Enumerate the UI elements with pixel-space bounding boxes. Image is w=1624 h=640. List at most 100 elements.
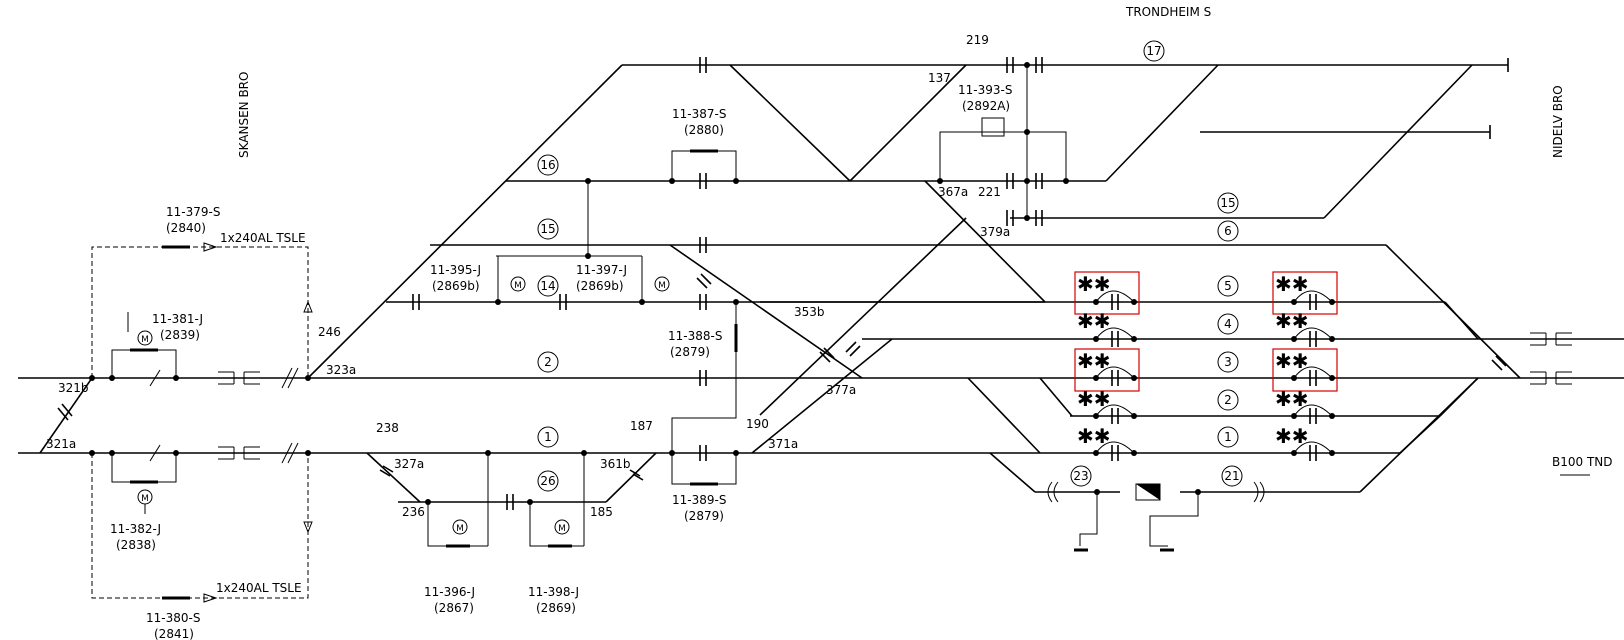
insulator-diagonal bbox=[57, 403, 73, 421]
disconnector-id: 11-382-J bbox=[110, 522, 161, 536]
node bbox=[1063, 178, 1069, 184]
disconnector-id: 11-395-J bbox=[430, 263, 481, 277]
wiring bbox=[111, 65, 1590, 552]
diagonal-377a bbox=[967, 377, 1041, 454]
breaker-5-left bbox=[1093, 290, 1137, 310]
insulator bbox=[699, 445, 707, 461]
track-marker-16: 16 bbox=[537, 154, 559, 176]
station-skansen: SKANSEN BRO bbox=[237, 72, 251, 158]
svg-text:17: 17 bbox=[1146, 44, 1161, 58]
disconnector-id: 11-393-S bbox=[958, 83, 1012, 97]
switch-label: 321a bbox=[46, 437, 76, 451]
svg-text:14: 14 bbox=[540, 279, 555, 293]
svg-text:4: 4 bbox=[1224, 317, 1232, 331]
air-gap bbox=[149, 444, 161, 462]
diagonal-d bbox=[1323, 64, 1473, 219]
star-mark: ✱✱ bbox=[1077, 272, 1111, 296]
star-mark: ✱✱ bbox=[1077, 309, 1111, 333]
node bbox=[109, 450, 115, 456]
insulator-diagonal bbox=[819, 347, 835, 363]
node bbox=[669, 450, 675, 456]
diagonal-right-upper bbox=[1444, 301, 1479, 340]
track-marker-21: 21 bbox=[1221, 465, 1243, 487]
insulator bbox=[506, 494, 514, 510]
insulator bbox=[1035, 173, 1043, 189]
arc-insulator bbox=[1253, 481, 1259, 503]
breaker-4-left bbox=[1093, 327, 1137, 347]
breaker-1-left bbox=[1093, 441, 1137, 461]
switch-box-393 bbox=[981, 117, 1005, 137]
svg-text:1: 1 bbox=[1224, 430, 1232, 444]
svg-text:M: M bbox=[658, 281, 666, 291]
svg-text:16: 16 bbox=[540, 158, 555, 172]
insulator bbox=[1035, 210, 1043, 226]
station-trondheim: TRONDHEIM S bbox=[1125, 5, 1211, 19]
track-marker-23: 23 bbox=[1070, 465, 1092, 487]
node bbox=[1094, 489, 1100, 495]
node bbox=[425, 499, 431, 505]
star-mark: ✱✱ bbox=[1275, 387, 1309, 411]
diagonal-a bbox=[729, 64, 851, 182]
insulator-diagonal bbox=[845, 341, 861, 357]
disconnector-id: 11-389-S bbox=[672, 493, 726, 507]
disconnector-ref: (2869b) bbox=[432, 279, 480, 293]
diagonal-371a bbox=[751, 338, 893, 454]
node bbox=[485, 450, 491, 456]
crossover-321 bbox=[39, 377, 93, 454]
earth-23 bbox=[1079, 492, 1098, 546]
signal-label: 187 bbox=[630, 419, 653, 433]
track-23-lead bbox=[989, 452, 1036, 493]
motor-382: M bbox=[137, 489, 153, 505]
bypass-387 bbox=[671, 150, 737, 181]
insulator bbox=[699, 294, 707, 310]
svg-text:6: 6 bbox=[1224, 224, 1232, 238]
svg-text:M: M bbox=[514, 281, 522, 291]
switch-label: 377a bbox=[826, 383, 856, 397]
signal-label: 219 bbox=[966, 33, 989, 47]
highlight-box-3-right bbox=[1272, 348, 1338, 392]
air-gap bbox=[149, 369, 161, 387]
highlight-box-5-left bbox=[1074, 271, 1140, 315]
breaker-3-right bbox=[1291, 366, 1335, 386]
station-nidelv: NIDELV BRO bbox=[1551, 85, 1565, 158]
disconnector-ref: (2880) bbox=[684, 123, 724, 137]
diagonal-b bbox=[849, 64, 967, 182]
bypass-389 bbox=[671, 453, 737, 485]
svg-text:3: 3 bbox=[1224, 355, 1232, 369]
disconnector-ref: (2869) bbox=[536, 601, 576, 615]
motor-398: M bbox=[554, 519, 570, 535]
motor-396: M bbox=[452, 519, 468, 535]
air-gap bbox=[281, 442, 299, 464]
earth-21 bbox=[1149, 492, 1199, 547]
disconnector-ref: (2867) bbox=[434, 601, 474, 615]
signal-label: 246 bbox=[318, 325, 341, 339]
track-26-right bbox=[605, 452, 657, 503]
node bbox=[305, 450, 311, 456]
feeder-label-top: 1x240AL TSLE bbox=[220, 231, 306, 245]
node bbox=[1195, 489, 1201, 495]
track-marker-14: 14 bbox=[537, 275, 559, 297]
bridge-skansen-lower bbox=[218, 446, 260, 460]
svg-text:M: M bbox=[456, 524, 464, 534]
svg-text:M: M bbox=[558, 524, 566, 534]
insulator bbox=[699, 57, 707, 73]
switch-label: 321b bbox=[58, 381, 89, 395]
track-marker-1-left: 1 bbox=[537, 426, 559, 448]
svg-text:26: 26 bbox=[540, 474, 555, 488]
svg-text:23: 23 bbox=[1073, 469, 1088, 483]
disconnector-ref: (2879) bbox=[670, 345, 710, 359]
insulator bbox=[559, 294, 567, 310]
insulator bbox=[1035, 57, 1043, 73]
node bbox=[173, 450, 179, 456]
breaker-4-right bbox=[1291, 327, 1335, 347]
node bbox=[305, 375, 311, 381]
star-mark: ✱✱ bbox=[1275, 349, 1309, 373]
diagonal-lower-left bbox=[1039, 377, 1073, 417]
track-marker-5: 5 bbox=[1217, 275, 1239, 297]
insulator-diagonal bbox=[696, 273, 712, 289]
track-marker-15: 15 bbox=[537, 218, 559, 240]
track-marker-15-right: 15 bbox=[1217, 192, 1239, 214]
switch-label: 323a bbox=[326, 363, 356, 377]
diagonal-379a bbox=[759, 217, 967, 416]
